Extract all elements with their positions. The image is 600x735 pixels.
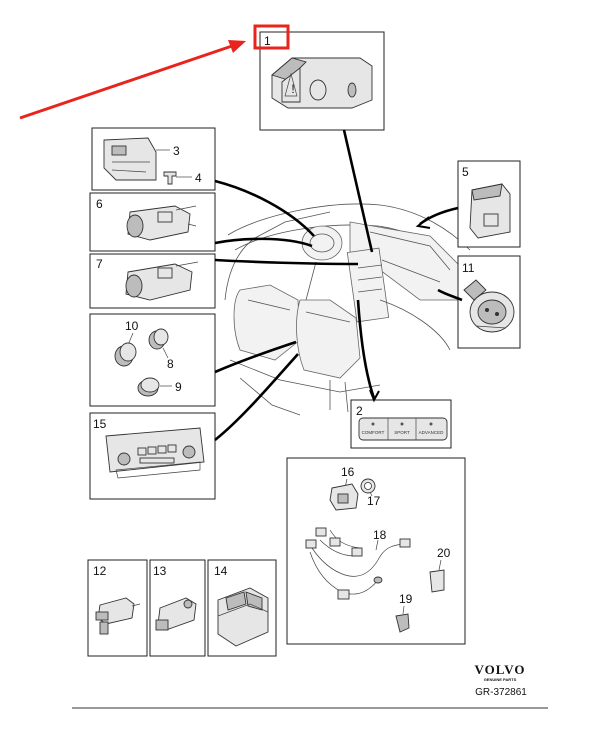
diagram-reference: GR-372861 bbox=[475, 687, 527, 698]
box-part-14: 14 bbox=[207, 559, 277, 657]
callout-10: 10 bbox=[125, 319, 139, 333]
box-parts-3-4: 3 4 bbox=[91, 127, 216, 191]
callout-11: 11 bbox=[462, 261, 475, 275]
box-part-11: 11 bbox=[457, 255, 521, 349]
volvo-logo: VOLVO bbox=[475, 662, 526, 677]
advanced-button-label: ADVANCED bbox=[419, 430, 444, 435]
box-part-12: 12 bbox=[87, 559, 148, 657]
footer: VOLVO GENUINE PARTS GR-372861 bbox=[72, 662, 548, 709]
volvo-tagline: GENUINE PARTS bbox=[484, 677, 517, 682]
sport-button-label: SPORT bbox=[394, 430, 410, 435]
callout-18: 18 bbox=[373, 528, 387, 542]
callout-17: 17 bbox=[367, 494, 381, 508]
highlight-box bbox=[253, 24, 290, 50]
callout-20: 20 bbox=[437, 546, 451, 560]
car-interior-sketch bbox=[224, 203, 471, 416]
box-part-15: 15 bbox=[89, 412, 216, 500]
callout-2: 2 bbox=[356, 404, 363, 418]
box-part-5: 5 bbox=[457, 160, 521, 248]
callout-13: 13 bbox=[153, 564, 167, 578]
callout-12: 12 bbox=[93, 564, 107, 578]
box-part-13: 13 bbox=[149, 559, 206, 657]
hazard-symbol: ! bbox=[291, 82, 294, 96]
callout-16: 16 bbox=[341, 465, 355, 479]
callout-7: 7 bbox=[96, 257, 103, 271]
callout-8: 8 bbox=[167, 357, 174, 371]
box-part-1: ! 1 bbox=[253, 24, 385, 131]
callout-6: 6 bbox=[96, 197, 103, 211]
red-arrow-icon bbox=[19, 40, 246, 120]
callout-5: 5 bbox=[462, 165, 469, 179]
callout-15: 15 bbox=[93, 417, 107, 431]
callout-4: 4 bbox=[195, 171, 202, 185]
comfort-button-label: COMFORT bbox=[362, 430, 385, 435]
callout-14: 14 bbox=[214, 564, 228, 578]
box-part-6: 6 bbox=[89, 192, 216, 252]
box-parts-8-9-10: 10 8 9 bbox=[89, 313, 216, 407]
box-parts-16-20: 16 17 18 20 19 bbox=[286, 457, 466, 645]
callout-3: 3 bbox=[173, 144, 180, 158]
box-part-7: 7 bbox=[89, 253, 216, 309]
callout-1: 1 bbox=[264, 34, 271, 48]
leader-lines bbox=[214, 129, 463, 442]
callout-9: 9 bbox=[175, 380, 182, 394]
box-part-2: 2 COMFORT SPORT ADVANCED bbox=[350, 399, 452, 449]
callout-19: 19 bbox=[399, 592, 413, 606]
